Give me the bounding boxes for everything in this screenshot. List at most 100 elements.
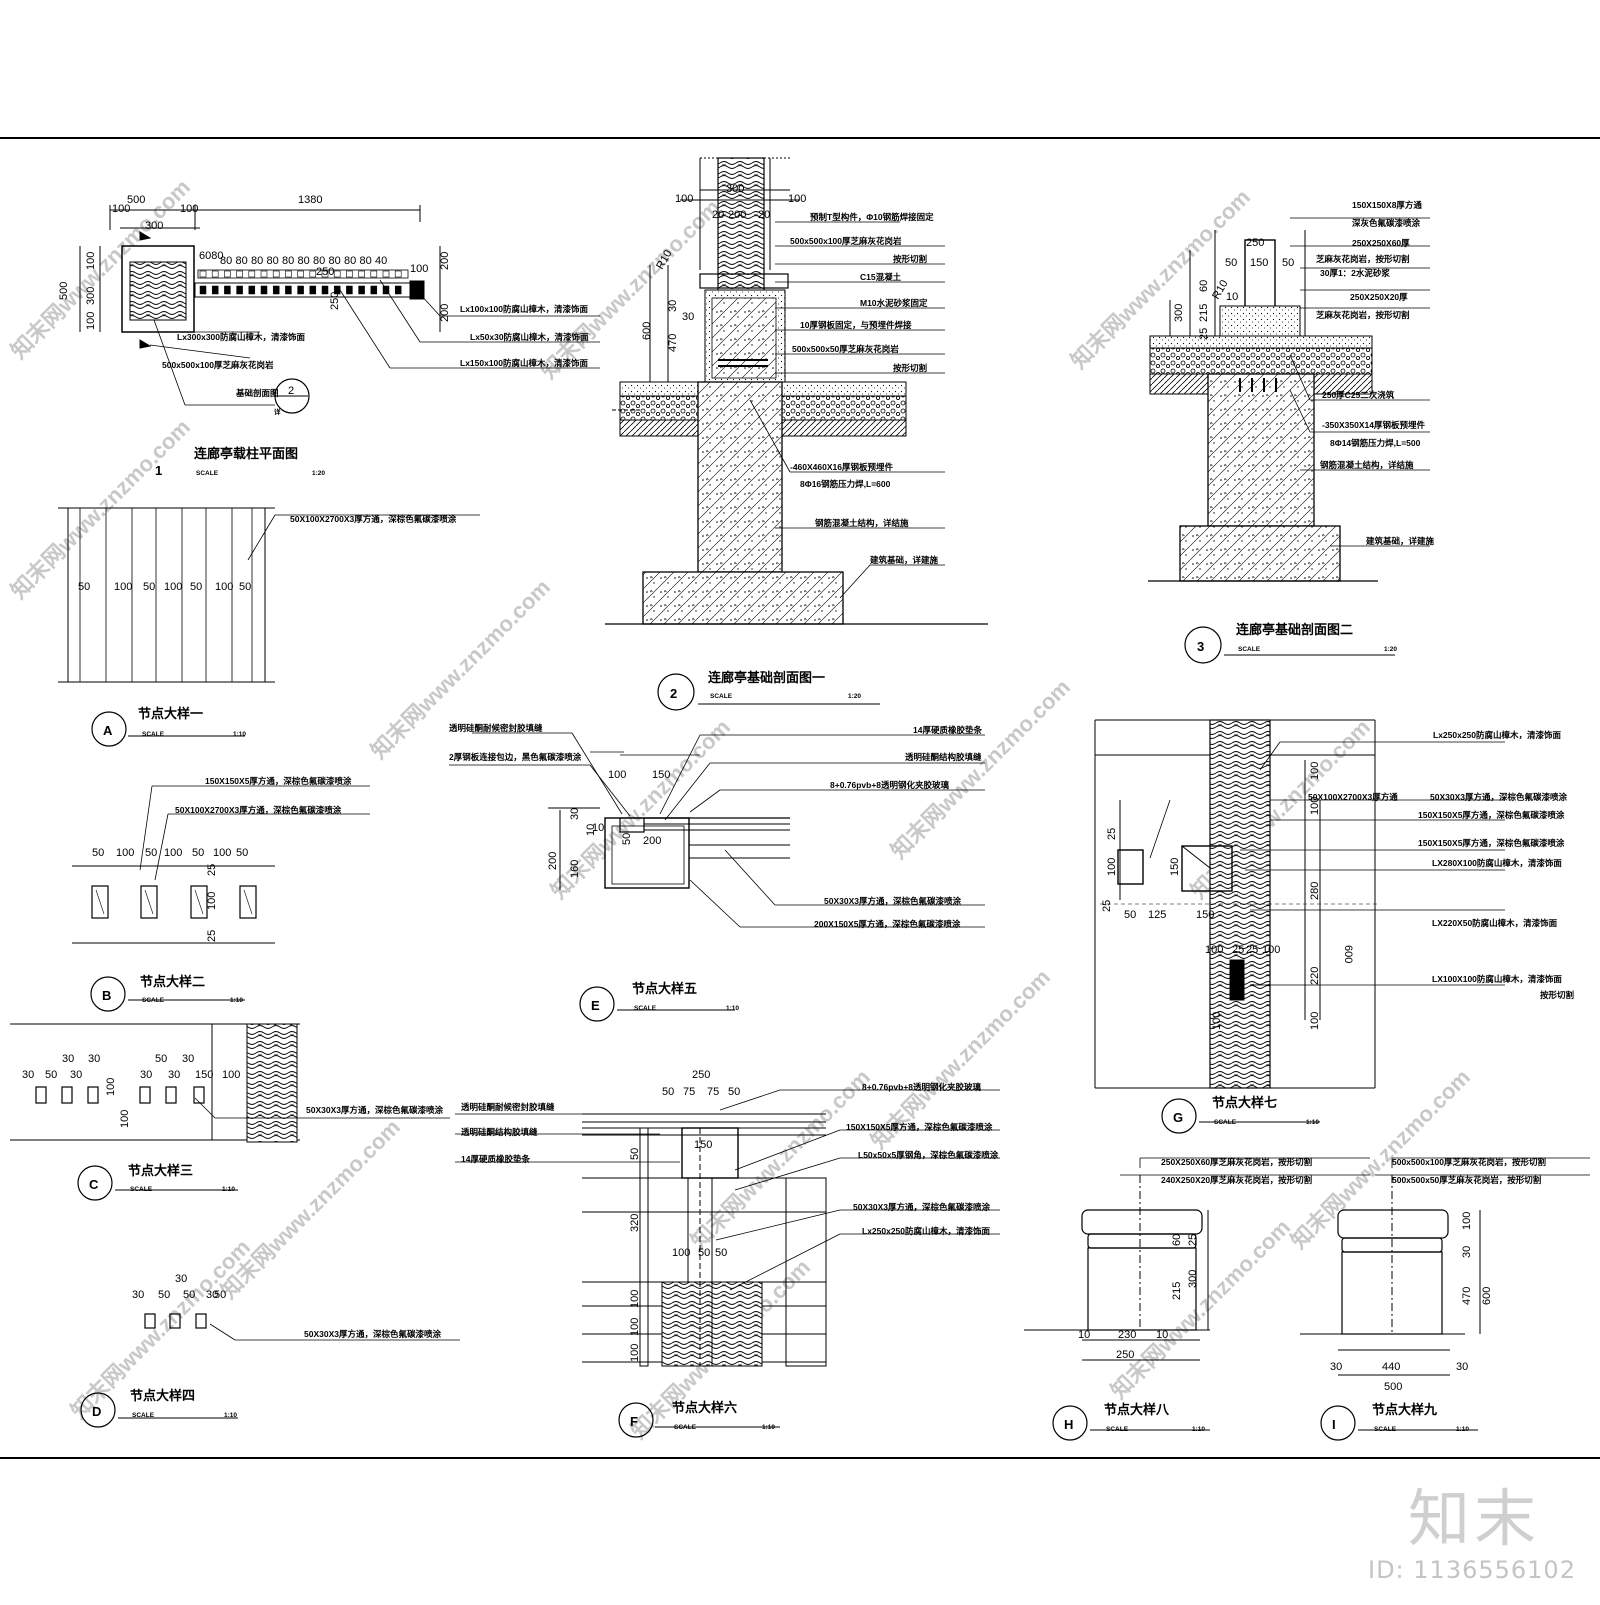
slat <box>285 285 292 295</box>
section2-note: 按形切割 <box>893 363 928 373</box>
dim-detailC: 100 <box>119 1110 131 1128</box>
section3-note: 30厚1：2水泥砂浆 <box>1320 268 1390 278</box>
dim-detailC: 30 <box>182 1053 194 1065</box>
detailG-note: 150X150X5厚方通，深棕色氟碳漆喷涂 <box>1418 810 1565 820</box>
svg-text:20: 20 <box>758 209 770 221</box>
scale-value: 1:10 <box>233 731 246 738</box>
detail-a <box>58 507 480 747</box>
detail-e <box>449 732 985 1022</box>
title-number: 3 <box>1197 639 1204 654</box>
dim-detailB: 50 <box>192 847 204 859</box>
svg-text:60: 60 <box>1198 280 1210 292</box>
tube-section <box>35 1086 47 1104</box>
svg-text:300: 300 <box>726 183 744 195</box>
dim-detailB: 50 <box>92 847 104 859</box>
detailF-note: 150X150X5厚方通，深棕色氟碳漆喷涂 <box>846 1122 993 1132</box>
watermark-text: 知末网www.znzmo.com <box>1106 1214 1295 1403</box>
plan1-note: Lx100x100防腐山樟木，清漆饰面 <box>460 304 589 314</box>
dim-plan1-row: 80 <box>313 255 325 267</box>
tube-section <box>193 1086 205 1104</box>
detailG-note: LX100X100防腐山樟木，清漆饰面 <box>1432 974 1562 984</box>
tube-section <box>140 885 158 919</box>
tube-diag <box>95 889 105 915</box>
scale-label: SCALE <box>142 731 165 738</box>
svg-text:25: 25 <box>1198 328 1210 340</box>
dim-detailC: 50 <box>155 1053 167 1065</box>
scale-value: 1:10 <box>1306 1119 1319 1126</box>
section2-note: 建筑基础，详建施 <box>869 555 939 565</box>
dim-detailA: 100 <box>114 581 132 593</box>
title-number: B <box>102 988 111 1003</box>
scale-value: 1:10 <box>1192 1426 1205 1433</box>
slat <box>199 270 207 278</box>
dim-detailF: 100 <box>629 1318 641 1336</box>
scale-label: SCALE <box>1106 1426 1129 1433</box>
svg-text:100: 100 <box>410 263 428 275</box>
dim-detailH: 230 <box>1118 1329 1136 1341</box>
section-ref-sheet: 详 <box>274 407 281 416</box>
section-3 <box>1148 217 1430 664</box>
dim-detailC: 150 <box>195 1069 213 1081</box>
svg-text:250: 250 <box>316 266 334 278</box>
dim-detailG: 100 <box>1309 797 1321 815</box>
svg-text:200: 200 <box>728 209 746 221</box>
plan-1 <box>79 205 600 414</box>
tube-section <box>61 1086 73 1104</box>
scale-value: 1:10 <box>222 1186 235 1193</box>
slat <box>297 285 304 295</box>
detailG-note: LX220X50防腐山樟木，清漆饰面 <box>1432 918 1558 928</box>
section2-note: C15混凝土 <box>860 272 902 282</box>
dim-detailC: 30 <box>88 1053 100 1065</box>
detailE-note: 200X150X5厚方通，深棕色氟碳漆喷涂 <box>814 919 961 929</box>
section3-note: 芝麻灰花岗岩，按形切割 <box>1316 310 1410 320</box>
dim-detailA: 50 <box>190 581 202 593</box>
section-ref-num: 2 <box>288 385 294 397</box>
dim-detailF: 75 <box>707 1086 719 1098</box>
dim-detailG: 600 <box>1342 945 1354 963</box>
dim-detailG: 150 <box>1169 858 1181 876</box>
dim-detailE: 160 <box>569 860 581 878</box>
section2-note: 按形切割 <box>893 254 928 264</box>
detail-d <box>80 1313 460 1428</box>
detailI-note: 500x500x50厚芝麻灰花岗岩，按形切割 <box>1392 1175 1542 1185</box>
dim-detailB: 100 <box>206 892 218 910</box>
detail-b <box>72 785 370 1012</box>
tube-section <box>169 1313 181 1329</box>
watermark-text: 知末网www.znzmo.com <box>6 414 195 603</box>
section2-note: 钢筋混凝土结构，详结施 <box>815 518 909 528</box>
dim-detailG: 100 <box>1309 1012 1321 1030</box>
detailF-note: Lx250x250防腐山樟木，清漆饰面 <box>862 1226 991 1236</box>
drawing-title: 节点大样八 <box>1104 1402 1170 1417</box>
dim-detailH: 300 <box>1187 1270 1199 1288</box>
section3-note: -350X350X14厚钢板预埋件 <box>1322 420 1425 430</box>
slat <box>321 270 329 278</box>
title-number: D <box>92 1404 101 1419</box>
section-ref-label: 基础剖面图 <box>235 388 279 398</box>
detailE-note: 透明硅酮结构胶填缝 <box>905 752 982 762</box>
section2-note: 10厚钢板固定，与预埋件焊接 <box>800 320 912 330</box>
dim-detailA: 50 <box>239 581 251 593</box>
title-number: 1 <box>155 463 162 478</box>
section3-note: 深灰色氟碳漆喷涂 <box>1352 218 1421 228</box>
slat <box>370 270 378 278</box>
drawing-title: 节点大样四 <box>130 1388 195 1403</box>
detailI-note: 500x500x100厚芝麻灰花岗岩，按形切割 <box>1392 1157 1547 1167</box>
scale-label: SCALE <box>142 997 165 1004</box>
dim-detailI: 600 <box>1481 1287 1493 1305</box>
dim-detailB: 25 <box>206 930 218 942</box>
slat <box>394 285 402 295</box>
detailF-note: 14厚硬质橡胶垫条 <box>461 1154 530 1164</box>
scale-label: SCALE <box>196 470 219 477</box>
scale-label: SCALE <box>634 1005 657 1012</box>
dim-detailH: 10 <box>1156 1329 1168 1341</box>
section-2 <box>605 157 988 711</box>
svg-text:30: 30 <box>667 300 679 312</box>
scale-value: 1:20 <box>848 693 861 700</box>
dim-plan1-row: 80 <box>251 255 263 267</box>
section3-note: 250厚C25二次浇筑 <box>1322 390 1395 400</box>
dim-detailG: 25 <box>1232 944 1244 956</box>
title-number: C <box>89 1177 99 1192</box>
dim-detailD: 50 <box>214 1289 226 1301</box>
detailG-note: 150X150X5厚方通，深棕色氟碳漆喷涂 <box>1418 838 1565 848</box>
tube-section <box>239 885 257 919</box>
